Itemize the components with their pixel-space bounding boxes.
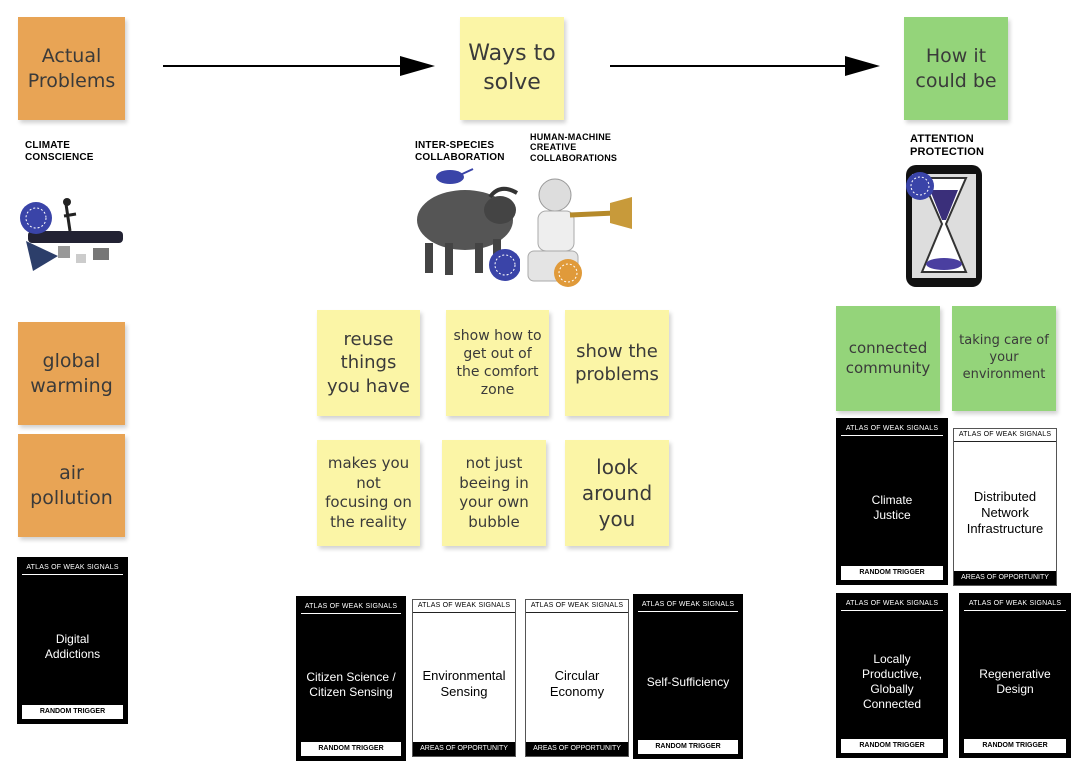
card-footer: AREAS OF OPPORTUNITY (413, 742, 515, 756)
weak-signal-card[interactable]: ATLAS OF WEAK SIGNALS Self-Sufficiency R… (633, 594, 743, 759)
card-footer: RANDOM TRIGGER (841, 566, 943, 580)
card-title: Regenerative Design (979, 666, 1051, 696)
card-title: Environmental Sensing (422, 667, 506, 699)
solve-note[interactable]: reuse things you have (317, 310, 420, 416)
card-title: Self-Sufficiency (646, 675, 730, 689)
caption-inter-species: INTER-SPECIES COLLABORATION (415, 140, 505, 163)
caption-human-machine: HUMAN-MACHINE CREATIVE COLLABORATIONS (530, 132, 618, 163)
buffalo-bird-illustration (417, 168, 520, 281)
card-footer: RANDOM TRIGGER (638, 740, 738, 754)
card-footer: RANDOM TRIGGER (301, 742, 401, 756)
card-header: ATLAS OF WEAK SIGNALS (22, 562, 123, 575)
boat-illustration (20, 198, 123, 271)
weak-signal-card[interactable]: ATLAS OF WEAK SIGNALS Locally Productive… (836, 593, 948, 758)
card-header: ATLAS OF WEAK SIGNALS (301, 601, 401, 614)
card-title: Digital Addictions (44, 631, 101, 661)
header-note-problems[interactable]: Actual Problems (18, 17, 125, 120)
card-title: Citizen Science / Citizen Sensing (306, 669, 396, 699)
card-footer: AREAS OF OPPORTUNITY (526, 742, 628, 756)
caption-attention-protection: ATTENTION PROTECTION (910, 133, 985, 158)
hourglass-phone-illustration (906, 165, 982, 287)
card-header: ATLAS OF WEAK SIGNALS (841, 423, 943, 436)
card-footer: AREAS OF OPPORTUNITY (954, 571, 1056, 585)
arrow-right-icon (610, 56, 880, 76)
weak-signal-card[interactable]: ATLAS OF WEAK SIGNALS Distributed Networ… (953, 428, 1057, 586)
card-footer: RANDOM TRIGGER (964, 739, 1066, 753)
card-header: ATLAS OF WEAK SIGNALS (841, 598, 943, 611)
card-header: ATLAS OF WEAK SIGNALS (954, 429, 1056, 442)
weak-signal-card[interactable]: ATLAS OF WEAK SIGNALS Climate Justice RA… (836, 418, 948, 585)
card-header: ATLAS OF WEAK SIGNALS (638, 599, 738, 612)
card-footer: RANDOM TRIGGER (22, 705, 123, 719)
weak-signal-card[interactable]: ATLAS OF WEAK SIGNALS Circular Economy A… (525, 599, 629, 757)
problem-note[interactable]: air pollution (18, 434, 125, 537)
weak-signal-card[interactable]: ATLAS OF WEAK SIGNALS Environmental Sens… (412, 599, 516, 757)
header-note-solve[interactable]: Ways to solve (460, 17, 564, 120)
solve-note[interactable]: look around you (565, 440, 669, 546)
solve-note[interactable]: show how to get out of the comfort zone (446, 310, 549, 416)
header-note-future[interactable]: How it could be (904, 17, 1008, 120)
solve-note[interactable]: makes you not focusing on the reality (317, 440, 420, 546)
card-title: Climate Justice (871, 492, 913, 522)
robot-trumpet-illustration (527, 178, 632, 287)
future-note[interactable]: connected community (836, 306, 940, 411)
card-title: Locally Productive, Globally Connected (861, 651, 923, 711)
future-note[interactable]: taking care of your environment (952, 306, 1056, 411)
card-header: ATLAS OF WEAK SIGNALS (964, 598, 1066, 611)
card-footer: RANDOM TRIGGER (841, 739, 943, 753)
solve-note[interactable]: not just beeing in your own bubble (442, 440, 546, 546)
card-header: ATLAS OF WEAK SIGNALS (526, 600, 628, 613)
card-title: Distributed Network Infrastructure (966, 488, 1044, 537)
card-title: Circular Economy (549, 667, 605, 699)
caption-climate-conscience: CLIMATE CONSCIENCE (25, 140, 94, 163)
weak-signal-card[interactable]: ATLAS OF WEAK SIGNALS Regenerative Desig… (959, 593, 1071, 758)
arrow-right-icon (163, 56, 435, 76)
problem-note[interactable]: global warming (18, 322, 125, 425)
weak-signal-card[interactable]: ATLAS OF WEAK SIGNALS Citizen Science / … (296, 596, 406, 761)
solve-note[interactable]: show the problems (565, 310, 669, 416)
card-header: ATLAS OF WEAK SIGNALS (413, 600, 515, 613)
weak-signal-card[interactable]: ATLAS OF WEAK SIGNALS Digital Addictions… (17, 557, 128, 724)
